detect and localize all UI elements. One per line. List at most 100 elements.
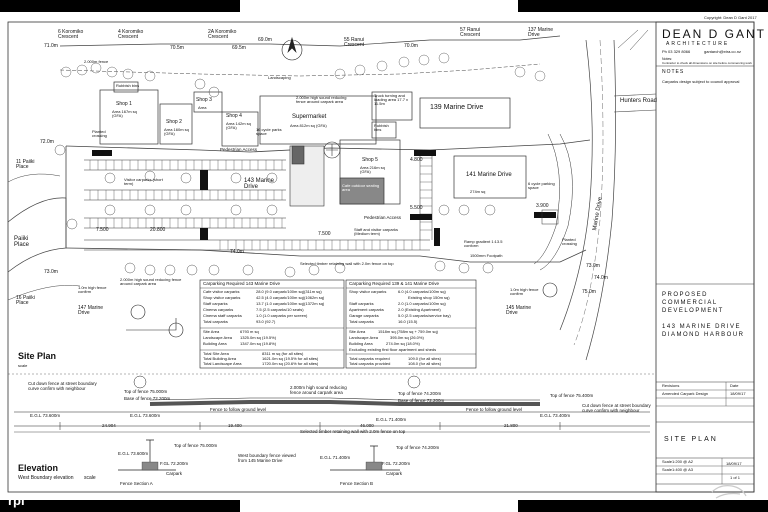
corner-logo-mark: [711, 485, 747, 499]
dim-70-5: 70.5m: [170, 45, 184, 51]
low-fence-left: 1.0m high fence confirm: [78, 285, 107, 294]
sec-a-title: Fence Section A: [120, 481, 153, 486]
firm-copyright: Copyright: Dean D Gant 2017: [704, 15, 757, 20]
table-139-row-5-label: Garage carparks: [349, 313, 379, 318]
sheet-title: SITE PLAN: [664, 436, 718, 443]
street-label-6-koromiko: 6 Koromiko Crescent: [58, 29, 84, 40]
firm-phone: Ph 03 329 8066: [662, 49, 691, 54]
dim-74-a: 74.0m: [594, 275, 608, 281]
parking-stalls: [89, 157, 432, 250]
shop-2-info: Area 160m sq (GFA): [164, 127, 189, 136]
sheet-number: 1 of 1: [730, 475, 741, 480]
central-plaza: [289, 141, 341, 207]
elev-retaining: Selected timber retaining wall with 2.0m…: [300, 429, 406, 434]
shop-4-outline: [221, 111, 259, 147]
elev-egl-left: E.G.L 73.600m: [30, 413, 61, 418]
elev-egl-right: E.G.L 73.400m: [540, 413, 571, 418]
project-line-1: PROPOSED: [662, 292, 709, 298]
dim-69-5: 69.5m: [232, 45, 246, 51]
shop-3-name: Shop 3: [196, 97, 212, 103]
elev-west-fence: West boundary fence viewed from 145 Mari…: [238, 453, 296, 463]
shop-2-outline: [159, 103, 193, 145]
elev-dim-4: 21.800: [504, 423, 518, 428]
project-line-5: DIAMOND HARBOUR: [662, 332, 745, 338]
elev-top-fence-right: Top of fence 75.400m: [550, 393, 594, 398]
table-143-row-4-label: Cinema carparks: [203, 307, 234, 312]
parking-rows: [84, 150, 433, 251]
elev-follow-left: Fence to follow ground level: [210, 407, 267, 412]
table-143-total-2-label: Total Building Area: [203, 356, 237, 361]
plan-title: Site Plan: [18, 351, 57, 361]
dim-73-b: 73.0m: [586, 263, 600, 269]
rubbish-bins-2: [371, 121, 397, 139]
sec-a-fgl: F.GL 72.200m: [160, 461, 189, 466]
table-143-area-3-label: Building Area: [203, 341, 227, 346]
elevation-scale: scale: [84, 475, 96, 481]
table-139-total-2-label: Total carparks provided: [349, 361, 391, 366]
planted-crossing-left: Planted crossing: [92, 129, 107, 138]
dim-7-5-a: 7.500: [96, 227, 109, 233]
shop-3-outline: [193, 91, 223, 113]
shop-5-name: Shop 5: [362, 157, 378, 163]
dim-74-b: 74.0m: [230, 249, 244, 255]
cafe-label: Cafe outdoor seating area: [342, 183, 380, 192]
scale-a2: Scale1:200 @ A2: [662, 459, 693, 464]
dim-5-5: 5.500: [410, 205, 423, 211]
elevation-title: Elevation: [18, 463, 59, 473]
dim-69: 69.0m: [258, 37, 272, 43]
scale-a3: Scale1:400 @ A3: [662, 467, 693, 472]
table-139-area-1-label: Site Area: [349, 329, 366, 334]
elev-dim-1: 24.904: [102, 423, 116, 428]
building-141-info: 274m sq: [470, 189, 486, 194]
staff-visitor-carparks: Staff and visitor carparks (Medium term): [354, 227, 398, 236]
table-143-row-1-label: Cafe visitor carparks: [203, 289, 240, 294]
shop-4-name: Shop 4: [226, 113, 242, 119]
shop-1-name: Shop 1: [116, 101, 132, 107]
notes-label-2: Contractor to check all dimensions on si…: [662, 61, 752, 65]
table-143-total-3-label: Total Landscape Area: [203, 361, 242, 366]
dim-71: 71.0m: [44, 43, 58, 49]
brand-logo: rpi: [8, 493, 25, 508]
sec-a-top: Top of fence 75.000m: [174, 443, 218, 448]
table-139-total-1-label: Total carparks required: [349, 356, 390, 361]
table-139-row-3-value: 2.0 (1.0 carparks/100m sq): [398, 301, 446, 306]
table-143-row-2-value: 42.5 (4.0 carpark/100m sq)(1062m sq): [256, 295, 325, 300]
revisions-header: Revisions: [662, 383, 680, 388]
table-143-area-2-label: Landscape Area: [203, 335, 232, 340]
street-label-16-paiiki: 16 Paiiki Place: [16, 295, 35, 306]
elev-sound-fence: 2.000m high sound reducing fence around …: [290, 385, 347, 395]
table-143-row-5-value: 1.0 (1.0 carparks per screen): [256, 313, 308, 318]
sec-b-egl: E.G.L 71.400m: [320, 455, 351, 460]
existing-fence-label: 2.000m fence: [84, 59, 109, 64]
street-label-145-marine: 145 Marine Drive: [506, 305, 532, 316]
sound-fence-label-2: 2.000m high sound reducing fence around …: [120, 277, 182, 286]
sec-b-fgl: F.GL 72.200m: [382, 461, 411, 466]
project-line-2: COMMERCIAL: [662, 300, 718, 306]
dim-6: 6.000: [92, 151, 105, 157]
footpath-label: 1500mm Footpath: [470, 253, 503, 258]
table-143-row-1-value: 28.0 (9.0 carpark/100m sq)(311m sq): [256, 289, 322, 294]
truck-area: [371, 91, 413, 121]
table-139-row-6-label: Total carparks: [349, 319, 374, 324]
truck-area-label: Truck turning and loading area 17.7 x 11…: [374, 93, 409, 106]
sec-b-top: Top of fence 74.200m: [396, 445, 440, 450]
dim-7-5-b: 7.500: [318, 231, 331, 237]
buildings: [99, 81, 527, 205]
north-arrow-plan: [281, 36, 303, 61]
table-143-row-6-label: Total carparks: [203, 319, 228, 324]
elev-egl-left-2: E.G.L 73.600m: [130, 413, 161, 418]
revisions-date-header: Date: [730, 383, 739, 388]
shop-5-info: Area 216m sq (GFA): [360, 165, 385, 174]
elev-dim-3: 46.000: [360, 423, 374, 428]
dim-75: 75.0m: [582, 289, 596, 295]
elev-egl-mid: E.G.L 71.400m: [376, 417, 407, 422]
notes-text: Carparks design subject to council appro…: [662, 79, 740, 84]
table-143-row-6-value: 93.0 (92.7): [256, 319, 276, 324]
dim-3-9: 3.900: [536, 203, 549, 209]
table-139-area-2-value: 395.0m sq (26.0%): [390, 335, 424, 340]
visitor-carparks: Visitor carparks (short term): [124, 177, 163, 186]
table-143-total-2-value: 1621.0m sq (19.5% for all sites): [262, 356, 319, 361]
planted-crossing-right: Planted crossing: [562, 237, 577, 246]
elevation-drawing: [14, 375, 650, 471]
table-143-total-3-value: 1720.0m sq (20.6% for all sites): [262, 361, 319, 366]
